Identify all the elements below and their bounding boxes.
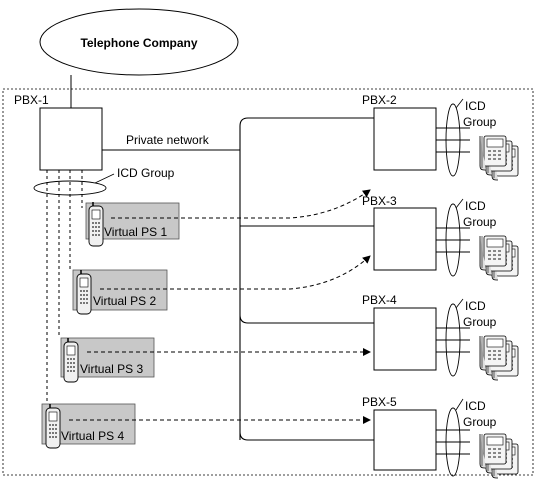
virtual-ps-2-label: Virtual PS 2 — [93, 294, 156, 308]
group-label: Group — [463, 415, 497, 429]
extension-phones-icon — [480, 336, 518, 380]
virtual-ps-4-label: Virtual PS 4 — [61, 429, 124, 443]
handset-icon — [76, 269, 92, 315]
icd-label: ICD — [465, 99, 486, 113]
pbx-1-box — [39, 107, 103, 171]
pbx-4-label: PBX-4 — [362, 293, 397, 307]
private-network-line — [102, 117, 374, 441]
extension-phones-icon — [480, 434, 518, 478]
pbx-3-label: PBX-3 — [362, 194, 397, 208]
pbx-3-box — [373, 207, 437, 271]
virtual-ps-arrows — [69, 189, 371, 424]
group-label: Group — [463, 215, 497, 229]
extension-phones-icon — [480, 136, 518, 180]
private-network-label: Private network — [126, 133, 210, 147]
icd-ellipse-4 — [445, 303, 461, 377]
site-boundary — [2, 88, 534, 476]
telephone-company-label: Telephone Company — [80, 36, 197, 50]
group-label: Group — [463, 115, 497, 129]
icd-ellipse-5 — [445, 407, 461, 477]
icd-label: ICD — [465, 299, 486, 313]
pbx-1-label: PBX-1 — [14, 93, 49, 107]
extension-lines — [436, 127, 470, 455]
pbx-2-box — [373, 107, 437, 171]
telephone-company-cloud — [39, 8, 239, 76]
virtual-ps-links — [46, 170, 83, 404]
handset-icon — [45, 403, 61, 449]
group-label: Group — [463, 315, 497, 329]
icd-ellipse-3 — [445, 203, 461, 277]
pbx-2-label: PBX-2 — [362, 93, 397, 107]
icd-label: ICD — [465, 399, 486, 413]
handset-icon — [63, 337, 79, 383]
icd-label: ICD — [465, 199, 486, 213]
icd-group-label: ICD Group — [117, 166, 175, 180]
icd-ellipse-2 — [445, 103, 461, 177]
pbx-5-box — [373, 409, 437, 471]
pbx-4-box — [373, 307, 437, 371]
virtual-ps-1-label: Virtual PS 1 — [104, 225, 167, 239]
handset-icon — [88, 201, 104, 247]
extension-phones-icon — [480, 236, 518, 280]
pbx-5-label: PBX-5 — [362, 395, 397, 409]
virtual-ps-3-label: Virtual PS 3 — [80, 362, 143, 376]
